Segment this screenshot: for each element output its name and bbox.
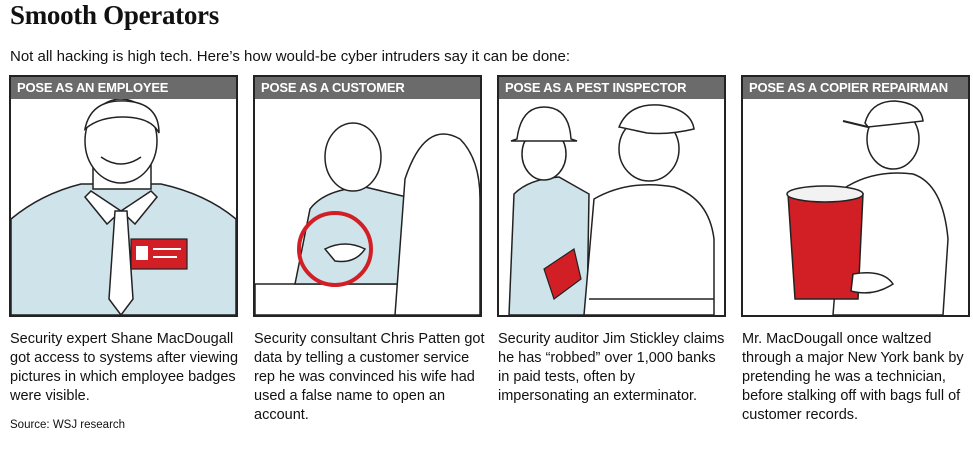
panel-employee: POSE AS AN EMPLOYEE xyxy=(9,75,238,317)
panel-caption: Mr. MacDougall once waltzed through a ma… xyxy=(742,331,964,423)
panel-caption: Security expert Shane MacDougall got acc… xyxy=(10,331,239,404)
panel-heading: POSE AS AN EMPLOYEE xyxy=(11,77,236,99)
employee-illustration xyxy=(11,99,236,315)
pest-inspector-illustration xyxy=(508,104,715,315)
panel-copier-repairman: POSE AS A COPIER REPAIRMAN xyxy=(741,75,970,317)
page-title: Smooth Operators xyxy=(10,0,219,30)
panel-heading: POSE AS A PEST INSPECTOR xyxy=(499,77,724,99)
copier-repairman-illustration xyxy=(786,100,949,315)
panel-caption: Security consultant Chris Patten got dat… xyxy=(254,331,485,423)
panel-pest-inspector: POSE AS A PEST INSPECTOR xyxy=(497,75,726,317)
page-subtitle: Not all hacking is high tech. Here’s how… xyxy=(10,48,571,65)
panel-heading: POSE AS A CUSTOMER xyxy=(255,77,480,99)
customer-illustration xyxy=(255,122,480,315)
panel-heading: POSE AS A COPIER REPAIRMAN xyxy=(743,77,968,99)
panel-caption: Security auditor Jim Stickley claims he … xyxy=(498,331,725,404)
panel-customer: POSE AS A CUSTOMER xyxy=(253,75,482,317)
source-note: Source: WSJ research xyxy=(10,419,126,431)
